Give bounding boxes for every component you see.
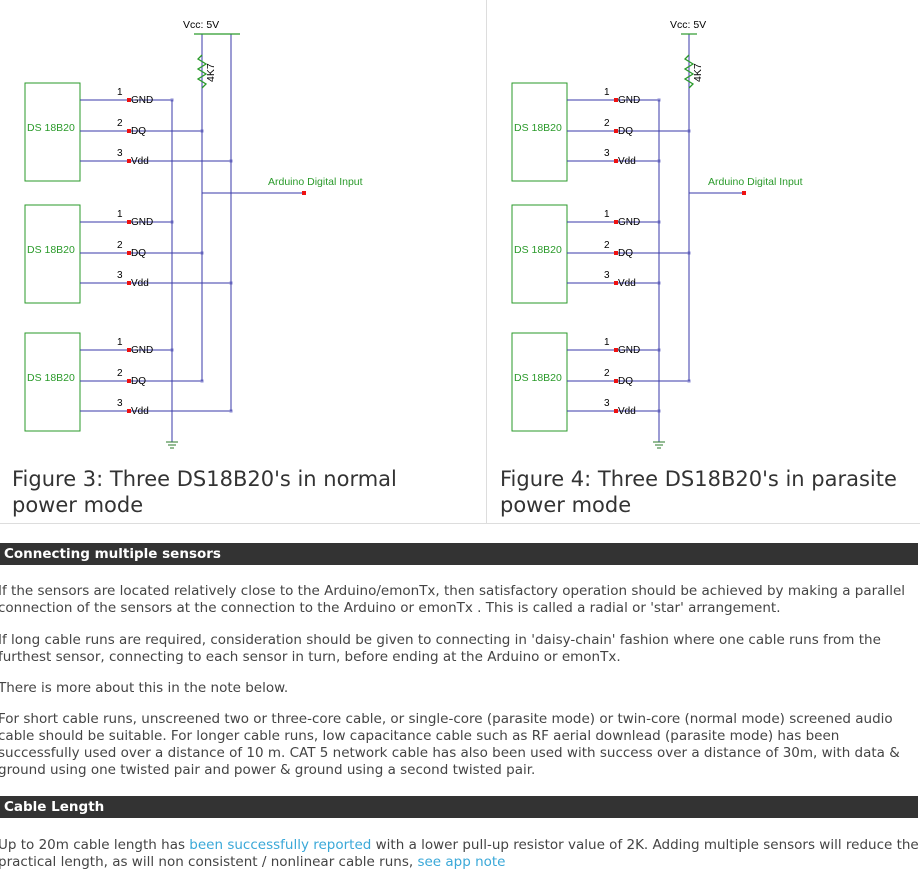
pin-name: DQ [618,126,633,137]
section-heading-multiple-sensors: Connecting multiple sensors [0,543,918,565]
pin-name: Vdd [618,406,636,417]
pin-number: 3 [604,398,610,409]
pullup-resistor [683,54,695,89]
sensor-label: DS 18B20 [514,122,562,134]
sensor-label: DS 18B20 [27,122,75,134]
sensor-label: DS 18B20 [27,372,75,384]
pin-connector [614,379,618,383]
pin-connector [614,98,618,102]
pin-name: DQ [618,376,633,387]
pin-name: Vdd [131,278,149,289]
pin-connector [614,281,618,285]
figure-4-caption: Figure 4: Three DS18B20's in parasite po… [500,467,897,517]
pin-number: 2 [117,240,123,251]
pin-number: 3 [604,270,610,281]
sensor-body-2 [511,204,568,304]
sensor-body-1 [511,82,568,182]
paragraph-cable-types: For short cable runs, unscreened two or … [0,711,900,778]
pin-name: GND [131,217,153,228]
pin-name: GND [618,95,640,106]
successfully-reported-link[interactable]: been successfully reported [189,837,372,853]
pin-name: GND [618,345,640,356]
section-heading-cable-length: Cable Length [0,796,918,818]
sensor-label: DS 18B20 [514,372,562,384]
pin-connector [127,98,131,102]
pin-connector [127,159,131,163]
paragraph-daisy-chain: If long cable runs are required, conside… [0,632,881,665]
pin-number: 2 [604,240,610,251]
vcc-label: Vcc: 5V [183,19,219,31]
sensor-body-3 [511,332,568,432]
paragraph-note: There is more about this in the note bel… [0,680,289,696]
pin-number: 1 [117,209,123,220]
pin-connector [127,281,131,285]
arduino-input-label: Arduino Digital Input [708,176,803,188]
pin-number: 1 [604,87,610,98]
arduino-input-label: Arduino Digital Input [268,176,363,188]
cable-text-before: Up to 20m cable length has [0,837,190,853]
figures-bottom-border [0,523,920,524]
figure-divider [486,0,487,523]
pin-number: 3 [117,148,123,159]
pullup-resistor [196,54,208,89]
cable-text-middle: with a lower pull-up resistor value of 2… [0,837,919,870]
resistor-label: 4K7 [205,63,217,82]
pin-number: 1 [117,337,123,348]
pin-name: Vdd [131,406,149,417]
sensor-label: DS 18B20 [514,244,562,256]
paragraph-radial: If the sensors are located relatively cl… [0,583,906,616]
pin-connector [127,348,131,352]
pin-connector [614,409,618,413]
resistor-label: 4K7 [692,63,704,82]
pin-connector [614,348,618,352]
pin-number: 3 [117,398,123,409]
pin-name: Vdd [618,156,636,167]
pin-name: GND [131,345,153,356]
sensor-body-3 [24,332,81,432]
pin-number: 1 [604,337,610,348]
pin-number: 2 [604,118,610,129]
pin-name: GND [131,95,153,106]
pin-connector [614,129,618,133]
pin-connector [127,220,131,224]
pin-connector [614,251,618,255]
pin-number: 1 [604,209,610,220]
arduino-input-connector [742,191,746,195]
pin-connector [127,251,131,255]
pin-connector [614,220,618,224]
pin-number: 2 [117,368,123,379]
pin-number: 1 [117,87,123,98]
app-note-link[interactable]: see app note [417,854,506,870]
vcc-label: Vcc: 5V [670,19,706,31]
pin-connector [127,129,131,133]
pin-name: GND [618,217,640,228]
pin-connector [614,159,618,163]
pin-name: DQ [131,126,146,137]
sensor-label: DS 18B20 [27,244,75,256]
pin-name: DQ [131,248,146,259]
arduino-input-connector [302,191,306,195]
pin-number: 2 [117,118,123,129]
pin-name: Vdd [618,278,636,289]
pin-connector [127,379,131,383]
pin-number: 3 [604,148,610,159]
sensor-body-1 [24,82,81,182]
paragraph-cable-length: Up to 20m cable length has been successf… [0,837,920,871]
pin-name: Vdd [131,156,149,167]
pin-connector [127,409,131,413]
pin-name: DQ [618,248,633,259]
sensor-body-2 [24,204,81,304]
figure-3-caption: Figure 3: Three DS18B20's in normal powe… [12,467,397,517]
pin-number: 3 [117,270,123,281]
pin-name: DQ [131,376,146,387]
pin-number: 2 [604,368,610,379]
